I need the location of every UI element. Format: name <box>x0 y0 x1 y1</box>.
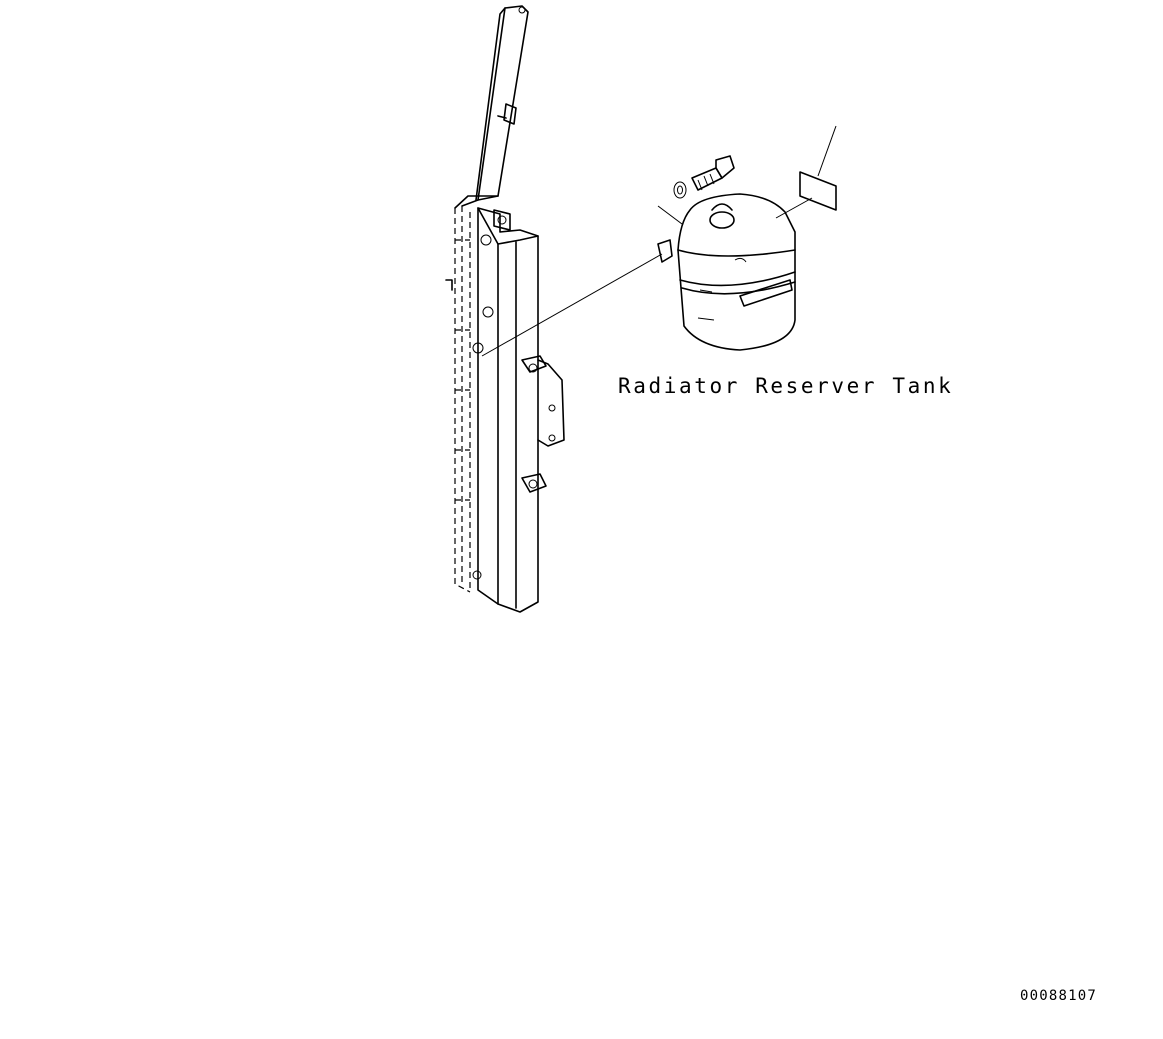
frame-upper-arm <box>454 5 529 209</box>
side-bracket <box>521 355 565 493</box>
decal-label <box>775 125 837 219</box>
reserve-tank <box>657 193 796 351</box>
frame-front-column <box>472 207 539 613</box>
leader-line-tank-mount <box>481 253 663 357</box>
bolt-and-washer <box>657 155 735 225</box>
frame-body <box>445 206 471 593</box>
diagram-caption: Radiator Reserver Tank <box>618 374 954 398</box>
figure-number: 00088107 <box>1020 988 1098 1004</box>
